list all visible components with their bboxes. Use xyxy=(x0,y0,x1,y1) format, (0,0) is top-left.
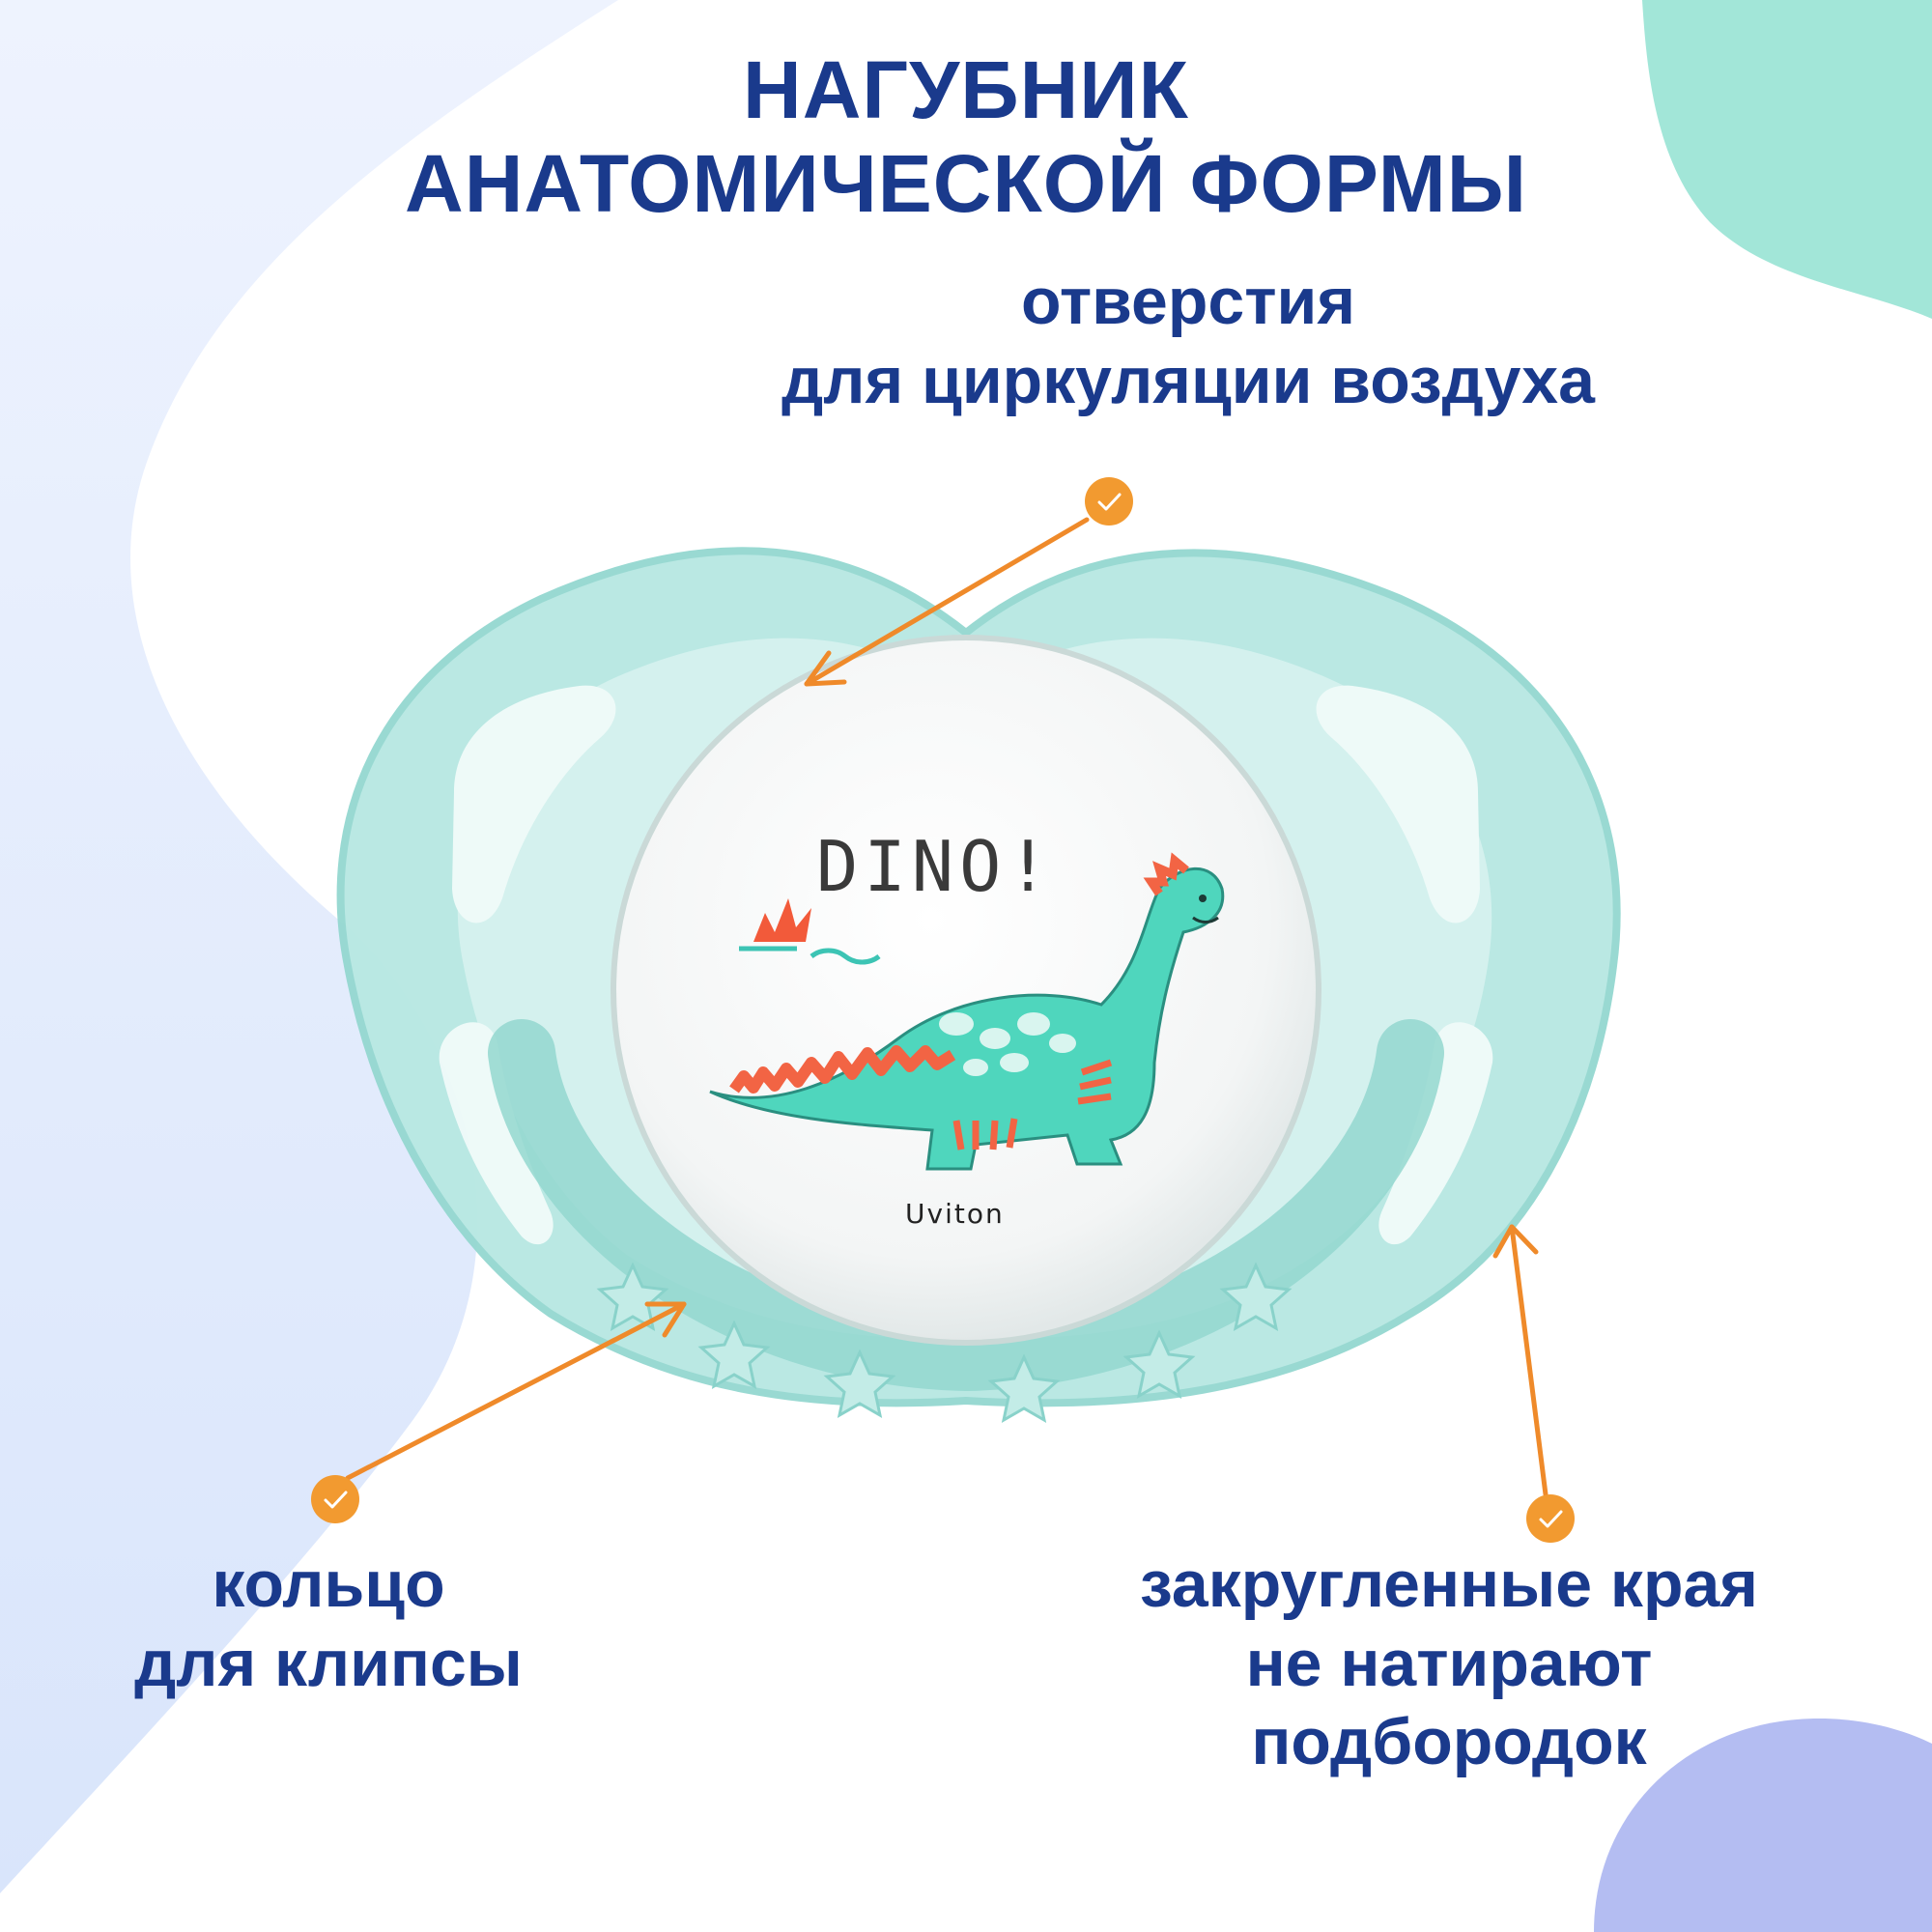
callout-clip-ring-line-2: для клипсы xyxy=(134,1626,523,1700)
arrow-to-clip-ring xyxy=(345,1301,687,1481)
check-circle-icon xyxy=(1526,1494,1575,1543)
callout-air-holes-line-1: отверстия xyxy=(1020,265,1355,338)
dinosaur-illustration xyxy=(709,852,1225,1171)
star-shape xyxy=(596,1262,669,1331)
callout-rounded-edges-line-1: закругленные края xyxy=(1140,1548,1758,1621)
callout-clip-ring-line-1: кольцо xyxy=(212,1548,445,1621)
air-hole-right-top xyxy=(1316,685,1480,923)
callout-air-holes-line-2: для циркуляции воздуха xyxy=(781,343,1595,417)
pacifier-shield xyxy=(336,547,1621,1423)
pacifier-print-text: DINO! xyxy=(816,826,1055,907)
check-circle-icon xyxy=(311,1475,359,1523)
callout-rounded-edges-line-2: не натирают xyxy=(1245,1626,1653,1700)
star-shape xyxy=(697,1320,771,1389)
check-circle-icon xyxy=(1085,477,1133,526)
air-hole-right-bottom xyxy=(1378,1022,1493,1245)
periwinkle-blob-shape xyxy=(1594,1719,1932,1932)
mint-blob-shape xyxy=(1642,0,1932,319)
clip-ring xyxy=(488,1019,1444,1392)
star-shape xyxy=(1122,1329,1196,1399)
title-line-1: НАГУБНИК xyxy=(743,44,1189,135)
callout-air-holes: отверстия для циркуляции воздуха xyxy=(657,263,1719,420)
brand-logo: Uviton xyxy=(905,1198,1005,1230)
arrow-to-air-holes xyxy=(804,517,1090,687)
star-shape xyxy=(1219,1262,1293,1331)
callout-rounded-edges-line-3: подбородок xyxy=(1251,1705,1647,1779)
callout-clip-ring: кольцо для клипсы xyxy=(58,1546,599,1703)
star-shape xyxy=(823,1349,896,1418)
air-hole-left-top xyxy=(452,685,616,923)
left-wave-shape xyxy=(0,0,618,1893)
title-line-2: АНАТОМИЧЕСКОЙ ФОРМЫ xyxy=(405,137,1527,229)
page-title: НАГУБНИК АНАТОМИЧЕСКОЙ ФОРМЫ xyxy=(290,43,1642,230)
pacifier-cap xyxy=(611,635,1321,1346)
callout-rounded-edges: закругленные края не натирают подбородок xyxy=(1024,1546,1874,1782)
air-hole-left-bottom xyxy=(439,1022,554,1245)
star-shape xyxy=(987,1353,1061,1423)
arrow-to-rounded-edges xyxy=(1509,1224,1548,1497)
